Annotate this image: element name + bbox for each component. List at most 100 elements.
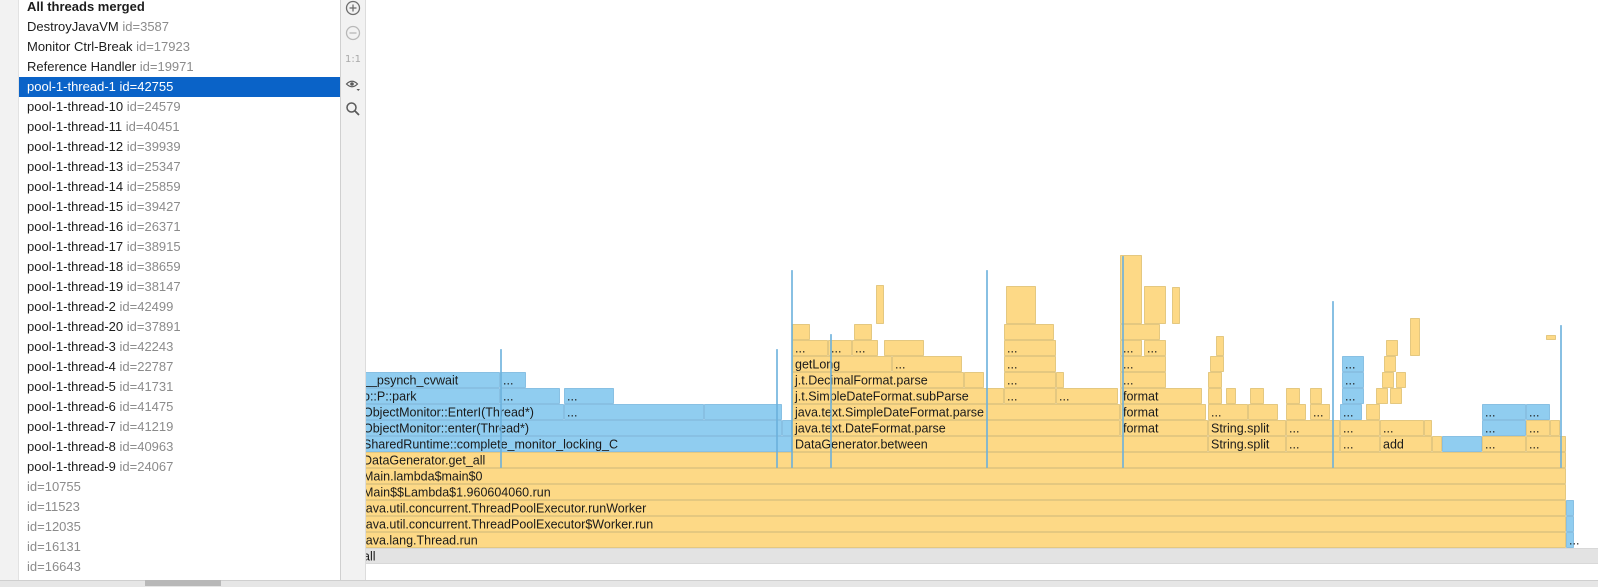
- thread-item[interactable]: pool-1-thread-6 id=41475: [19, 397, 340, 417]
- flame-frame[interactable]: [1432, 436, 1442, 452]
- flame-frame[interactable]: ...: [1286, 420, 1340, 436]
- flame-frame[interactable]: format: [1120, 388, 1202, 404]
- flame-frame[interactable]: [1566, 516, 1574, 532]
- zoom-in-button[interactable]: [345, 0, 361, 16]
- flame-frame[interactable]: [1310, 388, 1322, 404]
- thread-item[interactable]: pool-1-thread-16 id=26371: [19, 217, 340, 237]
- flame-frame[interactable]: ...: [1004, 340, 1056, 356]
- flame-frame[interactable]: ...: [1120, 372, 1166, 388]
- flame-frame[interactable]: java.text.SimpleDateFormat.parse: [792, 404, 1120, 420]
- flamegraph[interactable]: alljava.lang.Thread.run...java.util.conc…: [366, 0, 1598, 580]
- flame-frame[interactable]: ...: [1144, 340, 1166, 356]
- flame-frame[interactable]: ...: [564, 404, 704, 420]
- flame-frame[interactable]: ...: [1286, 436, 1340, 452]
- flame-frame[interactable]: ...: [1342, 388, 1364, 404]
- flame-frame[interactable]: ...: [792, 340, 828, 356]
- flame-frame[interactable]: ...: [1526, 420, 1550, 436]
- flame-frame[interactable]: [1208, 372, 1222, 388]
- flame-frame[interactable]: ...: [1482, 436, 1526, 452]
- flame-frame[interactable]: add: [1380, 436, 1432, 452]
- flame-frame[interactable]: [1006, 286, 1036, 324]
- thread-item[interactable]: pool-1-thread-8 id=40963: [19, 437, 340, 457]
- thread-item[interactable]: id=16643: [19, 557, 340, 577]
- flame-frame[interactable]: ...: [1566, 532, 1580, 548]
- flame-frame[interactable]: [1424, 420, 1432, 436]
- flame-frame[interactable]: [1122, 256, 1124, 468]
- flame-frame[interactable]: [792, 324, 810, 340]
- flame-frame[interactable]: java.text.DateFormat.parse: [792, 420, 1120, 436]
- thread-item[interactable]: id=12035: [19, 517, 340, 537]
- thread-item[interactable]: pool-1-thread-18 id=38659: [19, 257, 340, 277]
- flame-frame[interactable]: ...: [1120, 340, 1142, 356]
- flame-frame[interactable]: SharedRuntime::complete_monitor_locking_…: [366, 436, 792, 452]
- flame-frame[interactable]: ...: [1004, 372, 1056, 388]
- flame-frame[interactable]: [1390, 388, 1402, 404]
- thread-item[interactable]: id=16131: [19, 537, 340, 557]
- thread-item[interactable]: pool-1-thread-5 id=41731: [19, 377, 340, 397]
- flame-frame[interactable]: ...: [1380, 420, 1424, 436]
- flame-frame[interactable]: ...: [1482, 420, 1526, 436]
- thread-item[interactable]: pool-1-thread-10 id=24579: [19, 97, 340, 117]
- thread-item[interactable]: Monitor Ctrl-Break id=17923: [19, 37, 340, 57]
- actual-size-button[interactable]: 1:1: [345, 51, 361, 67]
- flame-frame[interactable]: ...: [1342, 372, 1364, 388]
- flame-frame[interactable]: ...: [500, 372, 526, 388]
- flame-frame[interactable]: ...: [1340, 404, 1362, 420]
- thread-item[interactable]: id=10755: [19, 477, 340, 497]
- flame-frame[interactable]: [1332, 301, 1334, 468]
- flame-frame[interactable]: getLong: [792, 356, 892, 372]
- thread-item[interactable]: pool-1-thread-14 id=25859: [19, 177, 340, 197]
- flame-frame[interactable]: ...: [1056, 388, 1118, 404]
- flame-frame[interactable]: [1376, 388, 1388, 404]
- flame-frame[interactable]: [884, 340, 924, 356]
- flame-frame[interactable]: [854, 324, 872, 340]
- flame-frame[interactable]: [1210, 356, 1224, 372]
- flame-frame[interactable]: java.lang.Thread.run: [366, 532, 1566, 548]
- flame-frame[interactable]: [776, 349, 778, 468]
- flame-frame[interactable]: ...: [1482, 404, 1526, 420]
- thread-item[interactable]: pool-1-thread-9 id=24067: [19, 457, 340, 477]
- thread-item[interactable]: pool-1-thread-3 id=42243: [19, 337, 340, 357]
- thread-item[interactable]: pool-1-thread-17 id=38915: [19, 237, 340, 257]
- flame-frame[interactable]: [1144, 286, 1166, 324]
- view-options-button[interactable]: [345, 77, 361, 93]
- flame-frame[interactable]: j.t.SimpleDateFormat.subParse: [792, 388, 1004, 404]
- flame-frame[interactable]: [1286, 404, 1306, 420]
- flame-frame[interactable]: [1172, 287, 1180, 324]
- flame-frame[interactable]: [1546, 335, 1556, 340]
- thread-item[interactable]: Reference Handler id=19971: [19, 57, 340, 77]
- thread-item[interactable]: pool-1-thread-7 id=41219: [19, 417, 340, 437]
- thread-item[interactable]: DestroyJavaVM id=3587: [19, 17, 340, 37]
- flame-frame[interactable]: ...: [1120, 356, 1166, 372]
- flame-frame[interactable]: ...: [1208, 404, 1248, 420]
- flame-frame[interactable]: ...: [1340, 420, 1380, 436]
- flame-frame[interactable]: [1250, 388, 1264, 404]
- flame-frame[interactable]: [986, 270, 988, 468]
- flame-frame[interactable]: [1396, 372, 1406, 388]
- flame-frame[interactable]: [1386, 340, 1398, 356]
- flame-frame[interactable]: j.t.DecimalFormat.parse: [792, 372, 964, 388]
- flame-frame[interactable]: ...: [1340, 436, 1380, 452]
- flame-frame[interactable]: ObjectMonitor::enter(Thread*): [366, 420, 782, 436]
- thread-item[interactable]: id=11523: [19, 497, 340, 517]
- flame-frame[interactable]: [704, 404, 782, 420]
- flame-frame[interactable]: [1286, 388, 1300, 404]
- flame-frame[interactable]: ...: [852, 340, 878, 356]
- flame-frame[interactable]: [1560, 325, 1562, 468]
- flame-frame[interactable]: java.util.concurrent.ThreadPoolExecutor$…: [366, 516, 1566, 532]
- thread-item[interactable]: pool-1-thread-2 id=42499: [19, 297, 340, 317]
- thread-item[interactable]: pool-1-thread-13 id=25347: [19, 157, 340, 177]
- flame-frame[interactable]: ...: [892, 356, 962, 372]
- flame-frame[interactable]: ...: [828, 340, 852, 356]
- flame-frame[interactable]: ...: [1004, 356, 1056, 372]
- flame-frame[interactable]: java.util.concurrent.ThreadPoolExecutor.…: [366, 500, 1566, 516]
- flame-frame[interactable]: __psynch_cvwait: [366, 372, 500, 388]
- flame-frame[interactable]: format: [1120, 404, 1206, 420]
- flame-frame[interactable]: o::P::park: [366, 388, 500, 404]
- flame-frame[interactable]: format: [1120, 420, 1208, 436]
- thread-item-selected[interactable]: pool-1-thread-1 id=42755: [19, 77, 340, 97]
- flame-frame[interactable]: [1366, 404, 1380, 420]
- flame-frame[interactable]: [1226, 388, 1236, 404]
- bottom-tab[interactable]: [145, 580, 221, 586]
- flame-frame[interactable]: [1442, 436, 1482, 452]
